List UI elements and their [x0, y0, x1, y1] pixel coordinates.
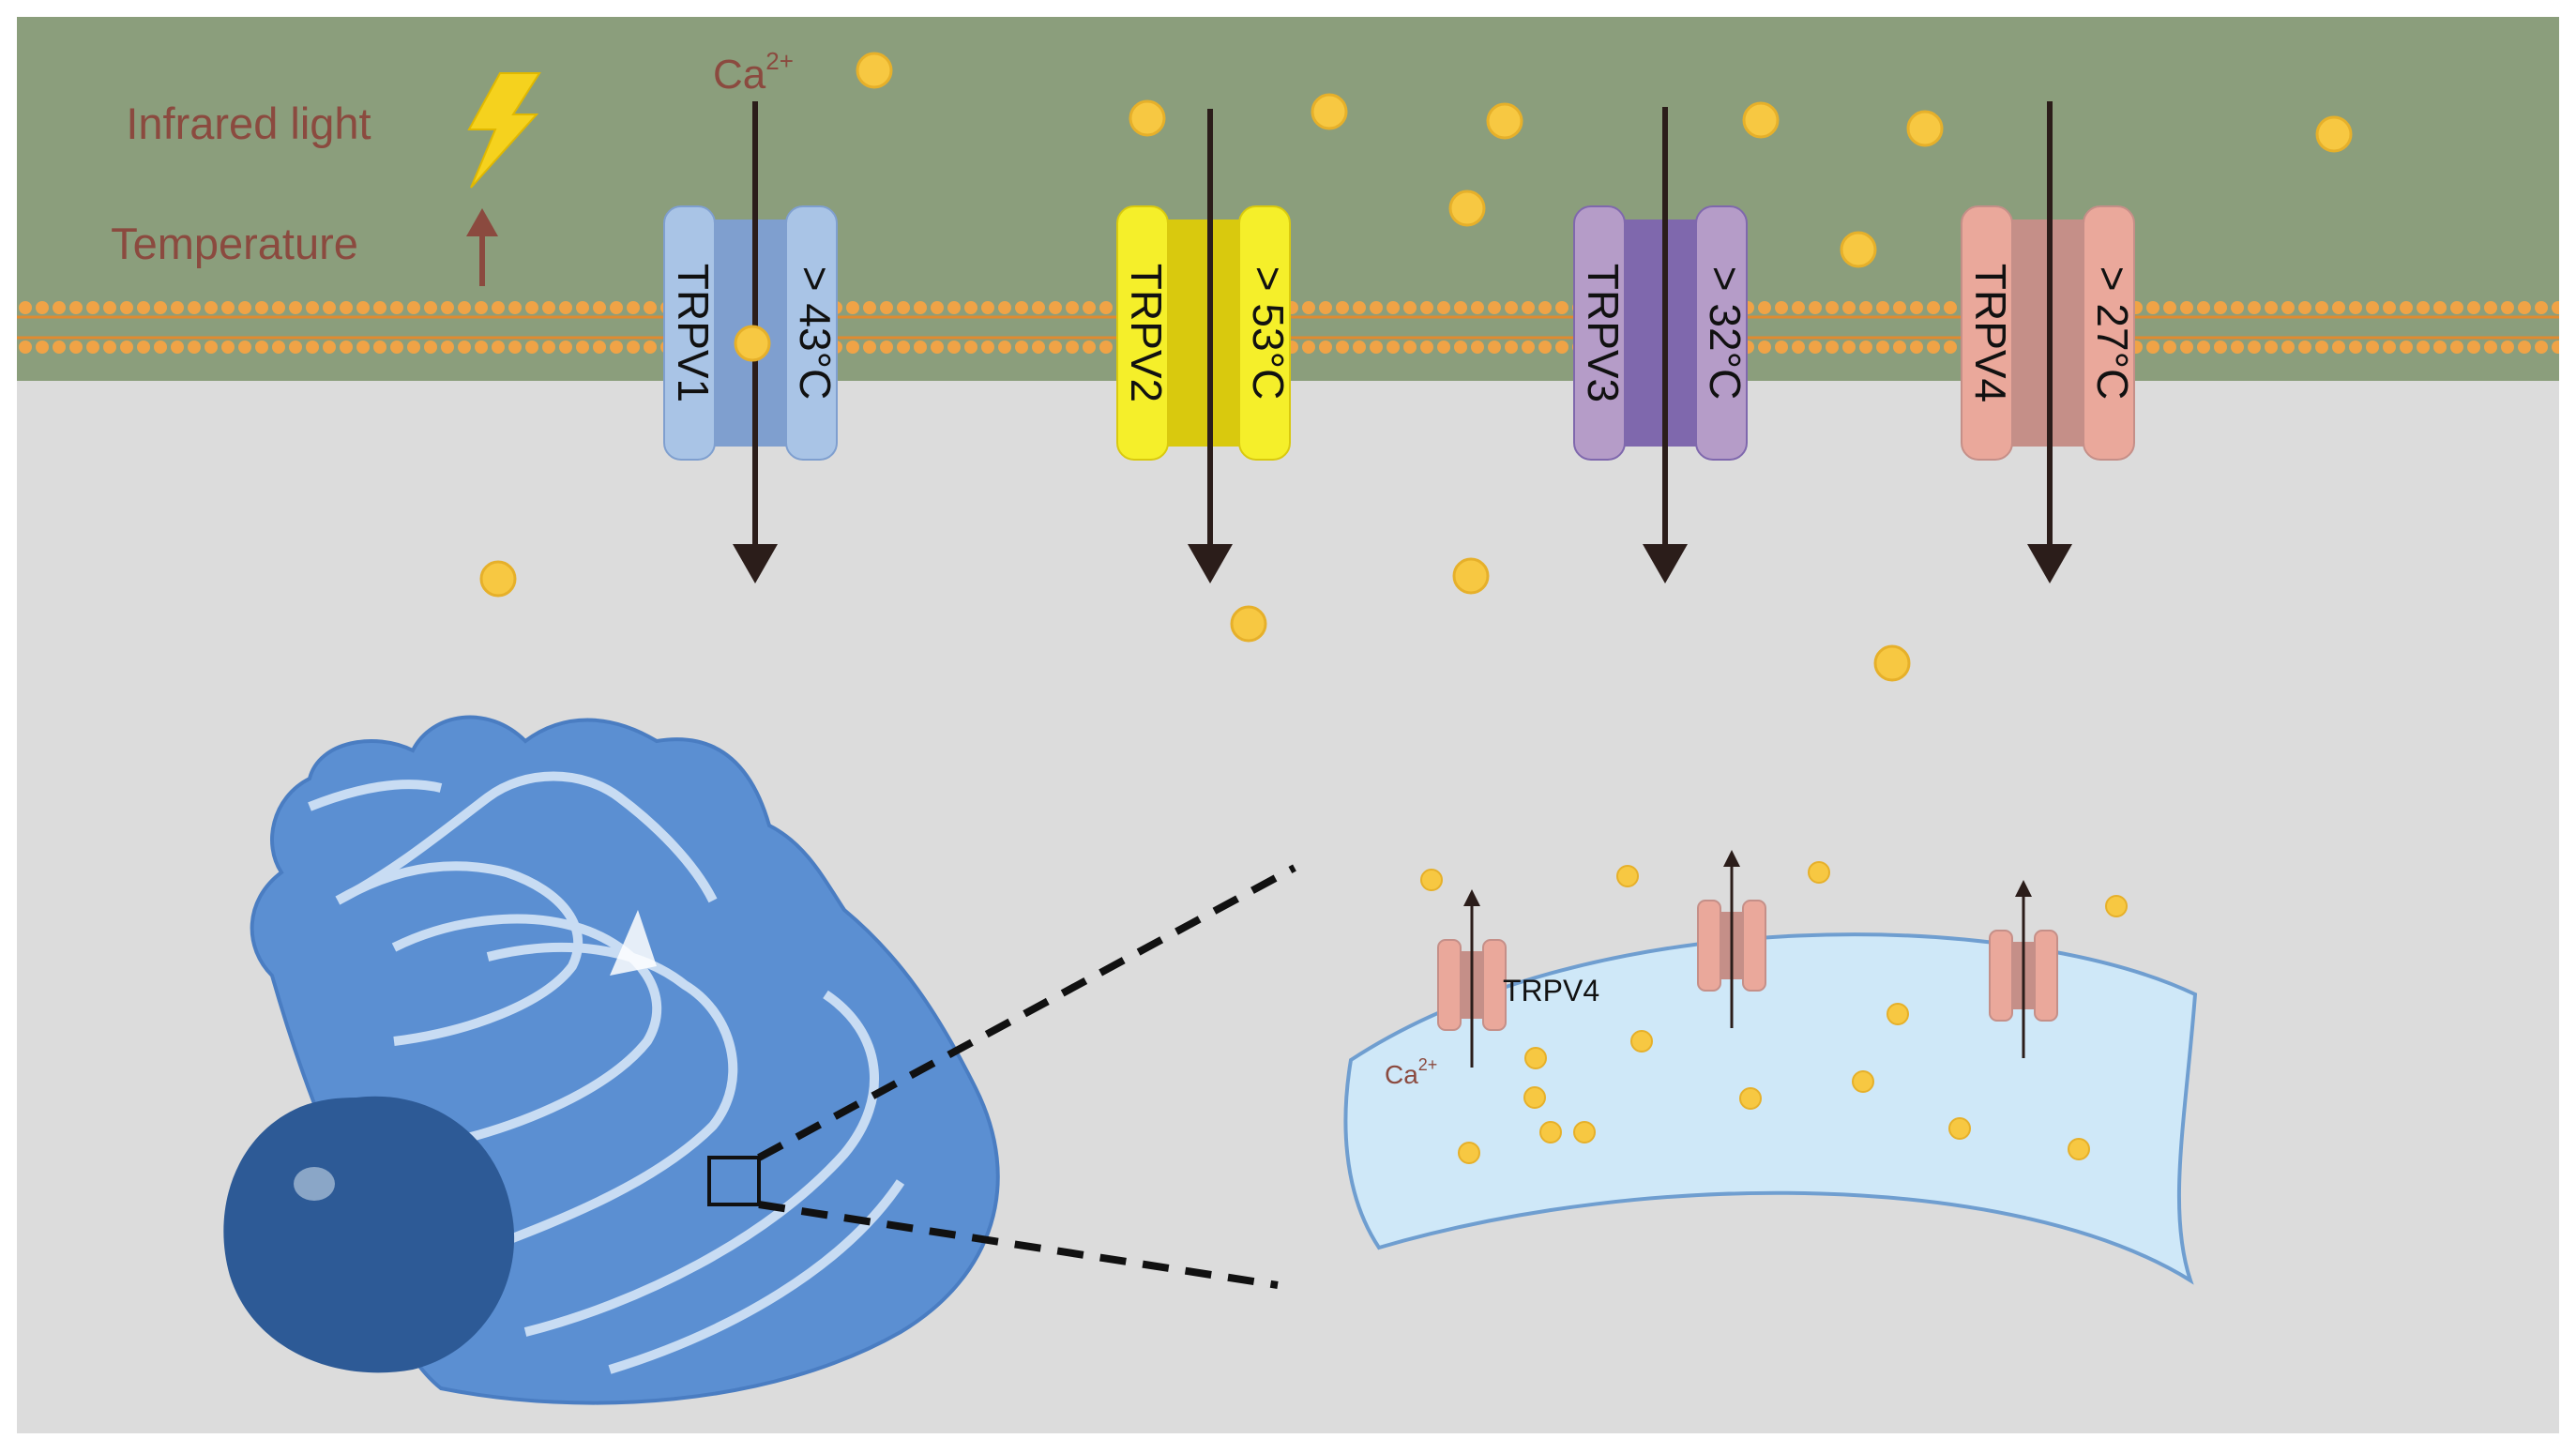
calcium-ion-label: Ca2+ [713, 47, 794, 98]
zoomed-trpv4-channels [1437, 850, 2058, 1068]
calcium-ion [1129, 99, 1166, 137]
calcium-ion [1840, 231, 1877, 268]
zoomed-channel [1989, 880, 2058, 1058]
calcium-ion [2315, 115, 2353, 153]
calcium-ion [1887, 1003, 1909, 1025]
channel-trpv2: TRPV2 > 53°C [1116, 109, 1293, 583]
temperature-up-arrow-icon [466, 208, 498, 286]
calcium-ion [856, 52, 893, 89]
calcium-ion [1452, 557, 1490, 595]
calcium-ion [1630, 1030, 1653, 1053]
channel-subunit-left [1961, 205, 2013, 461]
arrow-head [1643, 544, 1688, 583]
zoomed-channel-label: TRPV4 [1503, 974, 1599, 1007]
calcium-symbol: Ca [713, 52, 766, 98]
channel-subunit-left [1116, 205, 1169, 461]
calcium-ion [1852, 1070, 1874, 1093]
infrared-light-label: Infrared light [126, 98, 371, 148]
calcium-ion [1420, 869, 1443, 891]
zoom-line-bottom [758, 1201, 1279, 1289]
zoomed-calcium-ions [1420, 861, 2128, 1164]
calcium-ion [1906, 110, 1944, 147]
calcium-ion [1573, 1121, 1596, 1144]
calcium-ion [1742, 101, 1780, 139]
nucleus [223, 1096, 515, 1373]
calcium-ion [479, 560, 517, 598]
calcium-ion [1873, 644, 1911, 682]
calcium-ion [1230, 605, 1267, 643]
channel-trpv3: TRPV3 > 32°C [1573, 107, 1750, 583]
channel-trpv4: TRPV4 > 27°C [1961, 101, 2137, 583]
zoomed-channel [1697, 850, 1766, 1028]
calcium-ion [1486, 102, 1523, 140]
trpv-channels: TRPV1 > 43°C TRPV2 > 53°C TRPV3 > 32°C TRPV4 > … [663, 101, 2137, 583]
arrow-head [733, 544, 778, 583]
calcium-ion [1616, 865, 1639, 887]
channel-pore [1623, 220, 1698, 447]
channel-subunit-right [2083, 205, 2135, 461]
calcium-ion [1808, 861, 1830, 884]
channel-name-label: TRPV2 [1122, 264, 1171, 402]
arrow-head [2027, 544, 2072, 583]
zoom-region-box [707, 1156, 761, 1206]
channel-trpv1: TRPV1 > 43°C [663, 101, 840, 583]
calcium-ion [1458, 1142, 1480, 1164]
temperature-label: Temperature [111, 219, 358, 268]
arrow-head [1188, 544, 1233, 583]
zoom-line-top [757, 864, 1296, 1161]
zoomed-calcium-symbol: Ca [1385, 1060, 1418, 1089]
channel-name-label: TRPV3 [1579, 264, 1628, 402]
channel-name-label: TRPV1 [669, 264, 718, 402]
channel-subunit-left [663, 205, 716, 461]
calcium-ion [1739, 1087, 1762, 1110]
channel-subunit-right [1695, 205, 1748, 461]
channel-threshold-label: > 53°C [1244, 266, 1293, 400]
calcium-charge: 2+ [765, 47, 794, 75]
zoomed-channel [1437, 889, 1507, 1068]
channel-subunit-right [785, 205, 838, 461]
channel-subunit-left [1573, 205, 1626, 461]
zoomed-calcium-charge: 2+ [1418, 1055, 1438, 1074]
channel-name-label: TRPV4 [1966, 264, 2015, 402]
calcium-ion [734, 325, 771, 362]
channel-threshold-label: > 32°C [1701, 266, 1750, 400]
calcium-ion [2068, 1138, 2090, 1160]
channel-threshold-label: > 27°C [2088, 266, 2137, 400]
calcium-ion [1311, 93, 1348, 130]
calcium-ion [1448, 189, 1486, 227]
channel-threshold-label: > 43°C [791, 266, 840, 400]
zoomed-organelle [1343, 932, 2198, 1285]
calcium-ion [1948, 1117, 1971, 1140]
calcium-ion [2105, 895, 2128, 917]
calcium-ions [479, 52, 2353, 682]
calcium-ion [1539, 1121, 1562, 1144]
channel-pore [1166, 220, 1241, 447]
calcium-ion [1524, 1047, 1547, 1069]
channel-subunit-right [1238, 205, 1291, 461]
calcium-ion [1523, 1086, 1546, 1109]
lightning-icon [467, 72, 541, 189]
zoomed-calcium-label: Ca2+ [1385, 1055, 1437, 1089]
